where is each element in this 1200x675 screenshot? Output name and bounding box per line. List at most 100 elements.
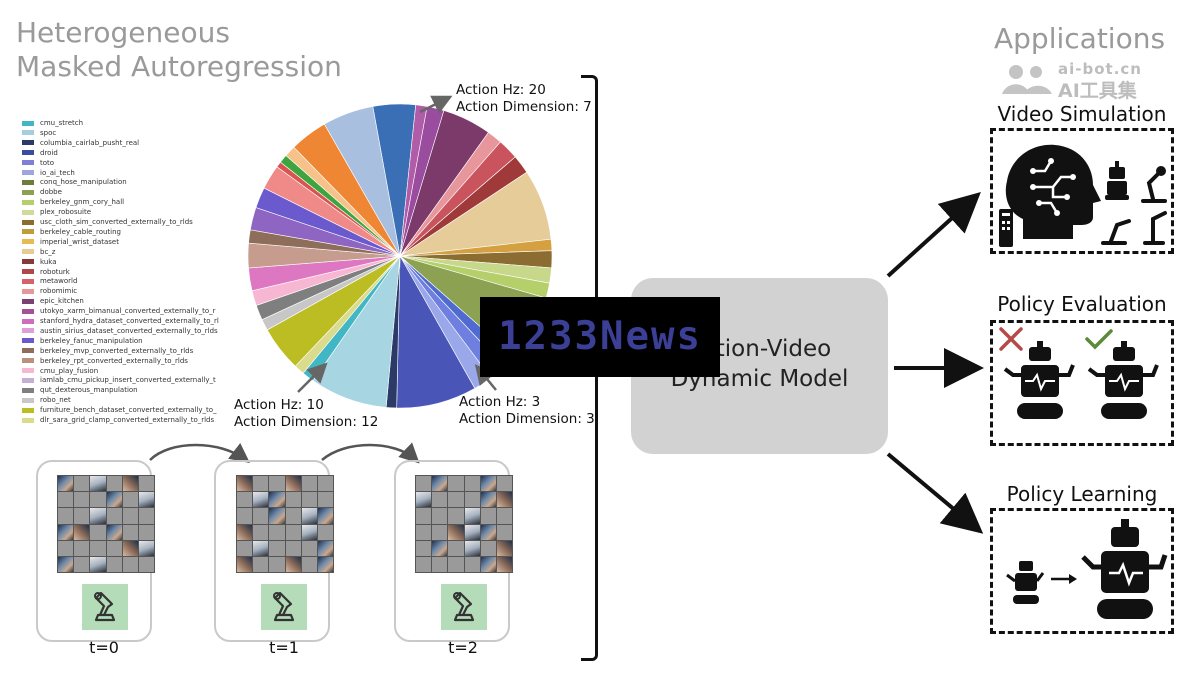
legend-swatch: [22, 338, 34, 344]
legend-swatch: [22, 298, 34, 304]
visible-patch: [432, 540, 448, 556]
visible-patch: [138, 492, 154, 508]
legend-label: usc_cloth_sim_converted_externally_to_rl…: [40, 218, 193, 226]
legend-swatch: [22, 318, 34, 324]
masked-patch: [317, 476, 333, 492]
legend-swatch: [22, 397, 34, 403]
legend-item: conq_hose_manipulation: [22, 177, 127, 187]
visible-patch: [432, 476, 448, 492]
masked-patch: [74, 476, 90, 492]
masked-patch: [122, 524, 138, 540]
legend-swatch: [22, 249, 34, 255]
robot-arm-icon: [453, 591, 475, 622]
cross-icon: [999, 327, 1023, 351]
visible-patch: [285, 556, 301, 572]
legend-swatch: [22, 130, 34, 136]
masked-patch: [253, 476, 269, 492]
legend-swatch: [22, 170, 34, 175]
annot-top-arrow: [419, 95, 453, 114]
robot-arm-tile-t0: [82, 584, 128, 630]
legend-item: cmu_stretch: [22, 118, 83, 128]
legend-label: kuka: [40, 257, 57, 266]
left-title-line-1: Heterogeneous: [16, 16, 230, 49]
application-arrows: [886, 191, 984, 534]
left-title: Heterogeneous Masked Autoregression: [16, 16, 342, 84]
visible-patch: [301, 508, 317, 524]
masked-patch: [90, 524, 106, 540]
legend-item: austin_sirius_dataset_converted_external…: [22, 326, 218, 336]
legend-label: metaworld: [40, 277, 78, 286]
visible-patch: [253, 492, 269, 508]
masked-patch: [106, 508, 122, 524]
masked-patch: [58, 492, 74, 508]
legend-item: berkeley_fanuc_manipulation: [22, 336, 143, 346]
masked-patch: [301, 556, 317, 572]
legend-item: robomimic: [22, 286, 77, 296]
legend-swatch: [22, 278, 34, 284]
visible-patch: [237, 476, 253, 492]
masked-patch: [448, 508, 464, 524]
annotation-arrows: [297, 95, 497, 393]
legend-swatch: [22, 269, 34, 274]
masked-patch: [480, 540, 496, 556]
legend-label: cmu_play_fusion: [40, 366, 99, 375]
visible-patch: [58, 524, 74, 540]
masked-patch: [432, 556, 448, 572]
annot-left-arrow: [297, 362, 328, 393]
legend-item: droid: [22, 148, 58, 158]
masked-patch: [416, 556, 432, 572]
legend-item: berkeley_mvp_converted_externally_to_rld…: [22, 346, 193, 356]
visible-patch: [301, 524, 317, 540]
visible-patch: [237, 556, 253, 572]
annot-right: Action Hz: 3 Action Dimension: 3: [459, 394, 595, 428]
masked-patch: [138, 508, 154, 524]
masked-patch: [464, 492, 480, 508]
masked-patch: [74, 492, 90, 508]
masked-patch: [285, 540, 301, 556]
legend-swatch: [22, 150, 34, 156]
visible-patch: [317, 540, 333, 556]
masked-patch: [301, 492, 317, 508]
legend-item: columbia_cairlab_pusht_real: [22, 138, 139, 148]
masked-patch: [269, 476, 285, 492]
masked-patch: [317, 492, 333, 508]
visible-patch: [416, 492, 432, 508]
visible-patch: [253, 540, 269, 556]
arrow-t1-t2: [321, 442, 420, 464]
legend-label: berkeley_mvp_converted_externally_to_rld…: [40, 346, 194, 355]
legend-item: dobbe: [22, 187, 62, 197]
robot-arm-tile-t2: [441, 584, 487, 630]
visible-patch: [285, 476, 301, 492]
arrow-to-policy-learning: [886, 452, 984, 534]
arrow-right-icon: [1051, 574, 1077, 584]
visible-patch: [122, 476, 138, 492]
masked-patch: [480, 508, 496, 524]
annot-right-dim: Action Dimension: 3: [459, 411, 595, 427]
legend-swatch: [22, 358, 34, 364]
legend-label: berkeley_gnm_cory_hall: [40, 198, 125, 207]
masked-patch: [448, 556, 464, 572]
policy-learning-panel: [990, 508, 1174, 634]
legend-item: io_ai_tech: [22, 168, 75, 178]
masked-frame-grid-t0: [57, 475, 155, 573]
masked-patch: [301, 476, 317, 492]
visible-patch: [269, 508, 285, 524]
annot-top-dim: Action Dimension: 7: [456, 99, 592, 115]
visible-patch: [464, 524, 480, 540]
masked-patch: [448, 492, 464, 508]
timestep-arrows: [149, 442, 420, 464]
masked-patch: [464, 556, 480, 572]
legend-label: spoc: [40, 128, 57, 137]
visible-patch: [58, 556, 74, 572]
robot-arm-icon: [94, 591, 116, 622]
masked-patch: [448, 476, 464, 492]
masked-patch: [106, 476, 122, 492]
masked-patch: [58, 540, 74, 556]
masked-patch: [90, 492, 106, 508]
masked-patch: [253, 524, 269, 540]
legend-label: austin_sirius_dataset_converted_external…: [40, 326, 218, 335]
masked-frame-grid-t2: [415, 475, 513, 573]
legend-item: stanford_hydra_dataset_converted_externa…: [22, 316, 219, 326]
robot-arm-tile-t1: [261, 584, 307, 630]
legend-label: dlr_sara_grid_clamp_converted_externally…: [40, 416, 215, 424]
